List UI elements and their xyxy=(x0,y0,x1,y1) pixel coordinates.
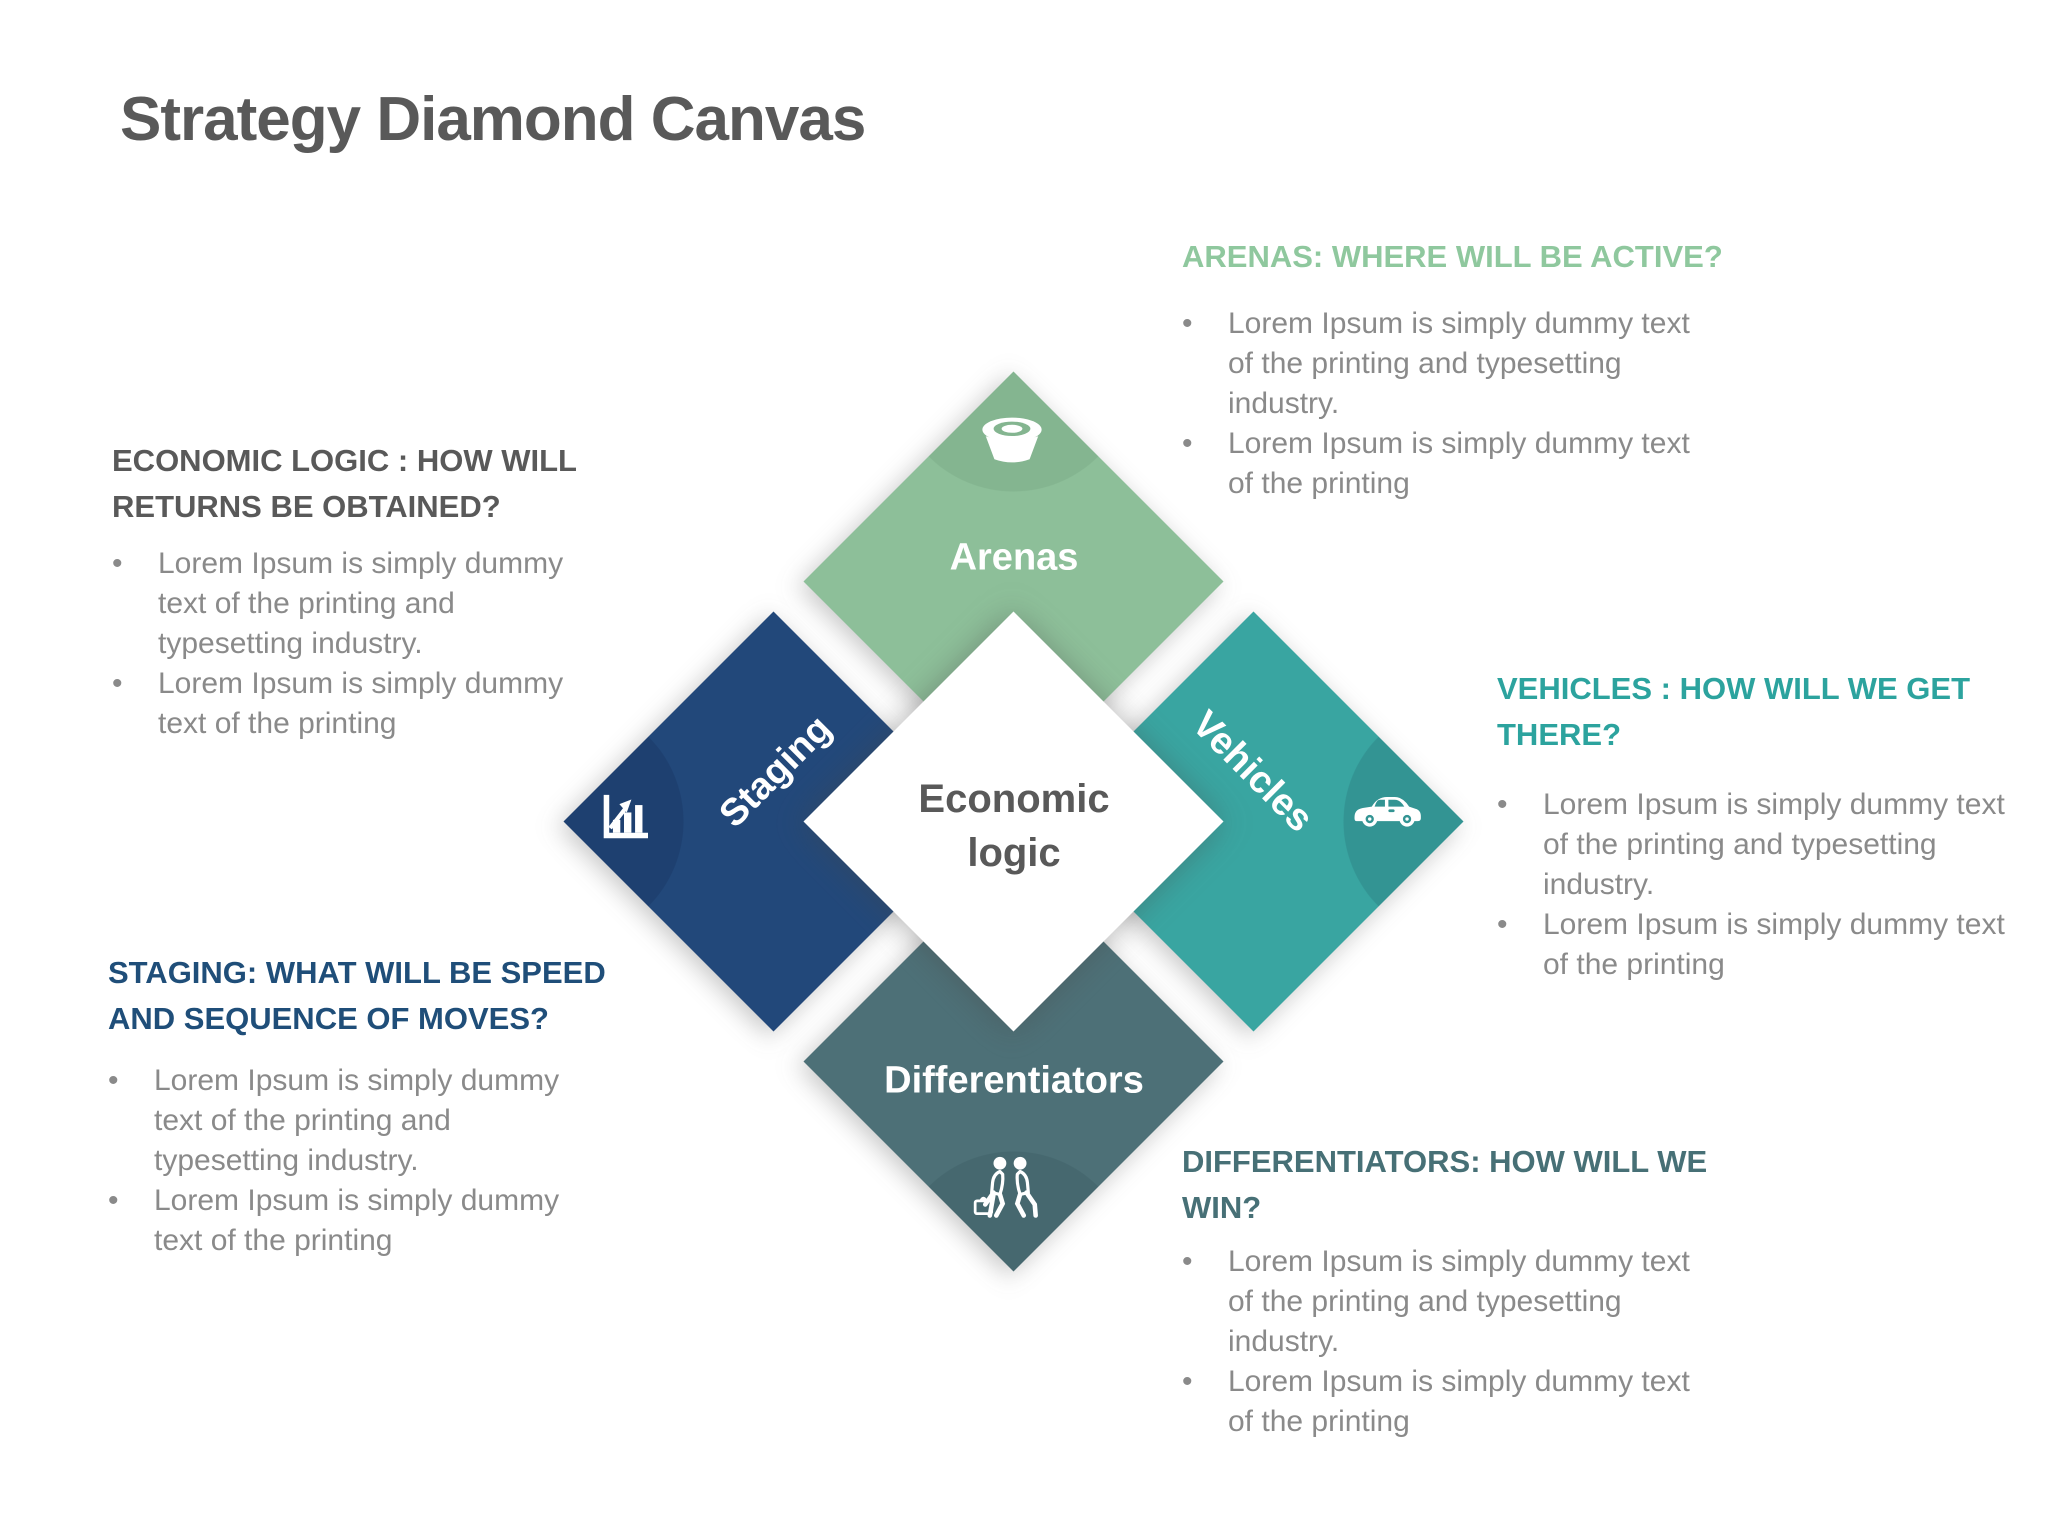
bullet-dot: • xyxy=(1182,1365,1193,1398)
vehicles-bullet-list: • Lorem Ipsum is simply dummy text of th… xyxy=(1497,785,2048,985)
bullet-dot: • xyxy=(1182,1245,1193,1278)
arenas-diamond-label: Arenas xyxy=(949,536,1079,579)
bullet-text: Lorem Ipsum is simply dummy text of the … xyxy=(1543,908,2005,981)
bullet-text: Lorem Ipsum is simply dummy text of the … xyxy=(1228,427,1690,500)
differentiators-section-heading: DIFFERENTIATORS: HOW WILL WE WIN? xyxy=(1182,1144,1708,1225)
differentiators-bullet-list: • Lorem Ipsum is simply dummy text of th… xyxy=(1182,1242,1762,1442)
list-item: • Lorem Ipsum is simply dummy text of th… xyxy=(108,1061,648,1181)
bar-chart-icon xyxy=(600,794,648,847)
bullet-text: Lorem Ipsum is simply dummy text of the … xyxy=(1228,1365,1690,1438)
bullet-dot: • xyxy=(1497,788,1508,821)
staging-section: STAGING: WHAT WILL BE SPEED AND SEQUENCE… xyxy=(108,950,648,1261)
staging-bullet-list: • Lorem Ipsum is simply dummy text of th… xyxy=(108,1061,648,1261)
bullet-text: Lorem Ipsum is simply dummy text of the … xyxy=(1228,1245,1690,1358)
arenas-section-heading: ARENAS: WHERE WILL BE ACTIVE? xyxy=(1182,239,1723,274)
vehicles-section: VEHICLES : HOW WILL WE GET THERE? • Lore… xyxy=(1497,666,2048,985)
list-item: • Lorem Ipsum is simply dummy text of th… xyxy=(108,1181,648,1261)
center-diamond-label: Economic logic xyxy=(918,777,1110,875)
staging-section-heading: STAGING: WHAT WILL BE SPEED AND SEQUENCE… xyxy=(108,955,606,1036)
differentiators-diamond-label: Differentiators xyxy=(884,1059,1144,1102)
bullet-text: Lorem Ipsum is simply dummy text of the … xyxy=(158,667,564,740)
bullet-dot: • xyxy=(1182,307,1193,340)
list-item: • Lorem Ipsum is simply dummy text of th… xyxy=(1182,304,1742,424)
walking-people-icon xyxy=(971,1155,1049,1226)
car-icon xyxy=(1349,787,1425,834)
list-item: • Lorem Ipsum is simply dummy text of th… xyxy=(112,664,632,744)
list-item: • Lorem Ipsum is simply dummy text of th… xyxy=(1182,1242,1762,1362)
bullet-dot: • xyxy=(1497,908,1508,941)
arenas-section: ARENAS: WHERE WILL BE ACTIVE? • Lorem Ip… xyxy=(1182,234,1742,504)
vehicles-section-heading: VEHICLES : HOW WILL WE GET THERE? xyxy=(1497,671,1971,752)
bullet-text: Lorem Ipsum is simply dummy text of the … xyxy=(1228,307,1690,420)
bullet-dot: • xyxy=(108,1184,119,1217)
list-item: • Lorem Ipsum is simply dummy text of th… xyxy=(1497,905,2048,985)
bullet-text: Lorem Ipsum is simply dummy text of the … xyxy=(158,547,564,660)
bullet-text: Lorem Ipsum is simply dummy text of the … xyxy=(154,1064,560,1177)
list-item: • Lorem Ipsum is simply dummy text of th… xyxy=(1182,424,1742,504)
bullet-text: Lorem Ipsum is simply dummy text of the … xyxy=(1543,788,2005,901)
list-item: • Lorem Ipsum is simply dummy text of th… xyxy=(1497,785,2048,905)
list-item: • Lorem Ipsum is simply dummy text of th… xyxy=(112,544,632,664)
bullet-dot: • xyxy=(1182,427,1193,460)
page-title: Strategy Diamond Canvas xyxy=(120,85,866,154)
bullet-dot: • xyxy=(112,667,123,700)
list-item: • Lorem Ipsum is simply dummy text of th… xyxy=(1182,1362,1762,1442)
bullet-dot: • xyxy=(108,1064,119,1097)
bullet-dot: • xyxy=(112,547,123,580)
bullet-text: Lorem Ipsum is simply dummy text of the … xyxy=(154,1184,560,1257)
economic-logic-section-heading: ECONOMIC LOGIC : HOW WILL RETURNS BE OBT… xyxy=(112,443,577,524)
differentiators-section: DIFFERENTIATORS: HOW WILL WE WIN? • Lore… xyxy=(1182,1139,1762,1442)
economic-logic-bullet-list: • Lorem Ipsum is simply dummy text of th… xyxy=(112,544,632,744)
economic-logic-section: ECONOMIC LOGIC : HOW WILL RETURNS BE OBT… xyxy=(112,438,632,744)
arenas-bullet-list: • Lorem Ipsum is simply dummy text of th… xyxy=(1182,304,1742,504)
arena-bowl-icon xyxy=(972,414,1052,471)
